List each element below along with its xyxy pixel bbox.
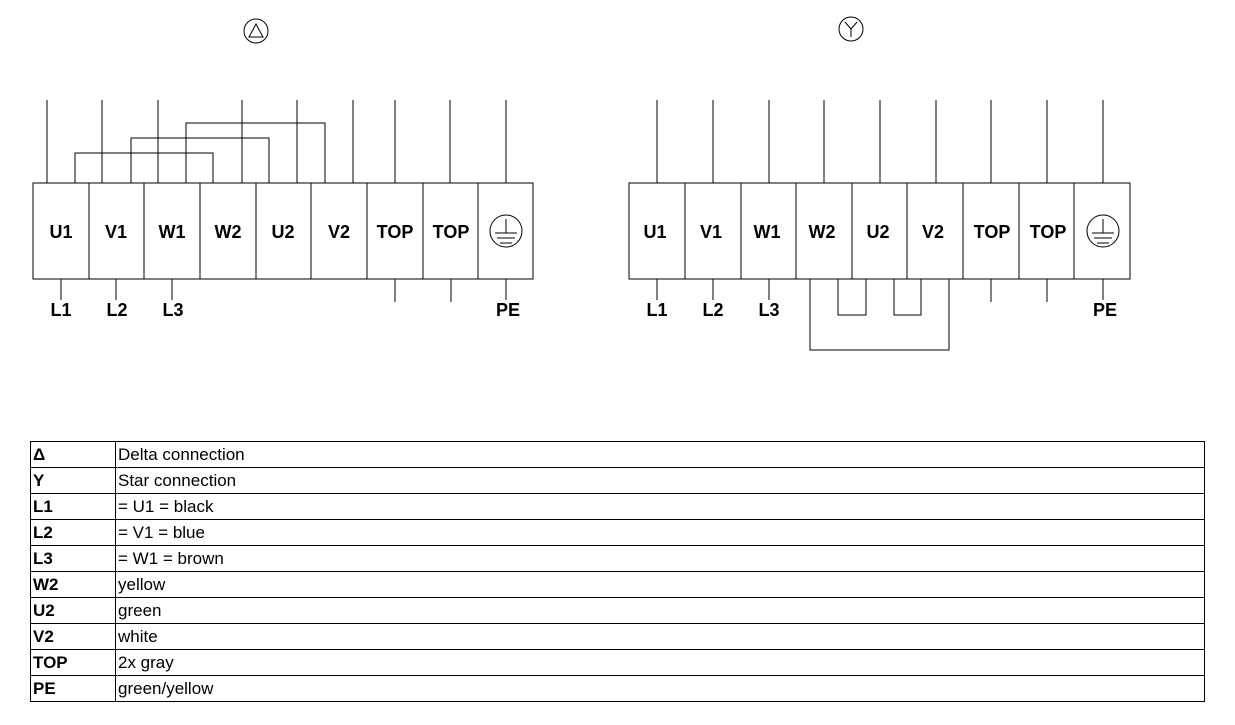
delta-lead-labels: L1 L2 L3 PE xyxy=(50,300,520,320)
terminal-label: W2 xyxy=(215,222,242,242)
delta-terminal-block xyxy=(32,182,534,280)
star-outgoing-lines xyxy=(656,279,1104,302)
legend-key: W2 xyxy=(30,571,116,598)
table-row: L2 = V1 = blue xyxy=(30,519,1205,546)
legend-value: 2x gray xyxy=(115,649,1205,676)
star-diagram: U1 V1 W1 W2 U2 V2 TOP TOP xyxy=(628,16,1131,351)
lead-label-l2: L2 xyxy=(106,300,127,320)
terminal-label: TOP xyxy=(1030,222,1067,242)
delta-terminal-labels: U1 V1 W1 W2 U2 V2 TOP TOP xyxy=(49,222,469,242)
star-symbol xyxy=(838,16,864,42)
delta-symbol xyxy=(243,18,269,44)
terminal-label: TOP xyxy=(433,222,470,242)
star-terminal-labels: U1 V1 W1 W2 U2 V2 TOP TOP xyxy=(643,222,1066,242)
legend-table: Δ Delta connection Y Star connection L1 … xyxy=(30,441,1205,702)
star-bridges xyxy=(809,279,950,351)
legend-value: = U1 = black xyxy=(115,493,1205,520)
legend-value: Star connection xyxy=(115,467,1205,494)
star-lead-labels: L1 L2 L3 PE xyxy=(646,300,1117,320)
legend-key: V2 xyxy=(30,623,116,650)
wiring-diagrams: U1 V1 W1 W2 U2 V2 TOP TOP L1 xyxy=(32,16,1131,351)
legend-key: U2 xyxy=(30,597,116,624)
legend-value: = V1 = blue xyxy=(115,519,1205,546)
delta-incoming-lines xyxy=(46,100,507,183)
delta-bridges xyxy=(74,122,326,183)
legend-key: L1 xyxy=(30,493,116,520)
lead-label-l2: L2 xyxy=(702,300,723,320)
table-row: W2 yellow xyxy=(30,571,1205,598)
terminal-label: V1 xyxy=(105,222,127,242)
star-terminal-block xyxy=(628,182,1131,280)
terminal-label: U2 xyxy=(866,222,889,242)
lead-label-l3: L3 xyxy=(162,300,183,320)
delta-outgoing-lines xyxy=(60,279,507,302)
legend-key: L3 xyxy=(30,545,116,572)
lead-label-pe: PE xyxy=(496,300,520,320)
table-row: L1 = U1 = black xyxy=(30,493,1205,520)
legend-value: green xyxy=(115,597,1205,624)
legend-key: TOP xyxy=(30,649,116,676)
terminal-label: U2 xyxy=(271,222,294,242)
star-incoming-lines xyxy=(656,100,1104,183)
table-row: Δ Delta connection xyxy=(30,441,1205,468)
legend-key: L2 xyxy=(30,519,116,546)
terminal-label: U1 xyxy=(49,222,72,242)
table-row: Y Star connection xyxy=(30,467,1205,494)
terminal-label: W1 xyxy=(754,222,781,242)
legend-key: Y xyxy=(30,467,116,494)
terminal-label: W1 xyxy=(159,222,186,242)
delta-diagram: U1 V1 W1 W2 U2 V2 TOP TOP L1 xyxy=(32,18,534,320)
lead-label-l1: L1 xyxy=(646,300,667,320)
legend-value: yellow xyxy=(115,571,1205,598)
terminal-label: V2 xyxy=(328,222,350,242)
terminal-label: V1 xyxy=(700,222,722,242)
legend-key: Δ xyxy=(30,441,116,468)
terminal-label: W2 xyxy=(809,222,836,242)
table-row: V2 white xyxy=(30,623,1205,650)
legend-key: PE xyxy=(30,675,116,702)
protective-earth-icon xyxy=(1086,214,1120,248)
legend-value: green/yellow xyxy=(115,675,1205,702)
table-row: PE green/yellow xyxy=(30,675,1205,702)
legend-value: Delta connection xyxy=(115,441,1205,468)
terminal-label: TOP xyxy=(974,222,1011,242)
table-row: U2 green xyxy=(30,597,1205,624)
table-row: TOP 2x gray xyxy=(30,649,1205,676)
table-row: L3 = W1 = brown xyxy=(30,545,1205,572)
protective-earth-icon xyxy=(489,214,523,248)
terminal-label: TOP xyxy=(377,222,414,242)
legend-value: = W1 = brown xyxy=(115,545,1205,572)
terminal-label: V2 xyxy=(922,222,944,242)
lead-label-pe: PE xyxy=(1093,300,1117,320)
lead-label-l3: L3 xyxy=(758,300,779,320)
terminal-label: U1 xyxy=(643,222,666,242)
legend-value: white xyxy=(115,623,1205,650)
lead-label-l1: L1 xyxy=(50,300,71,320)
